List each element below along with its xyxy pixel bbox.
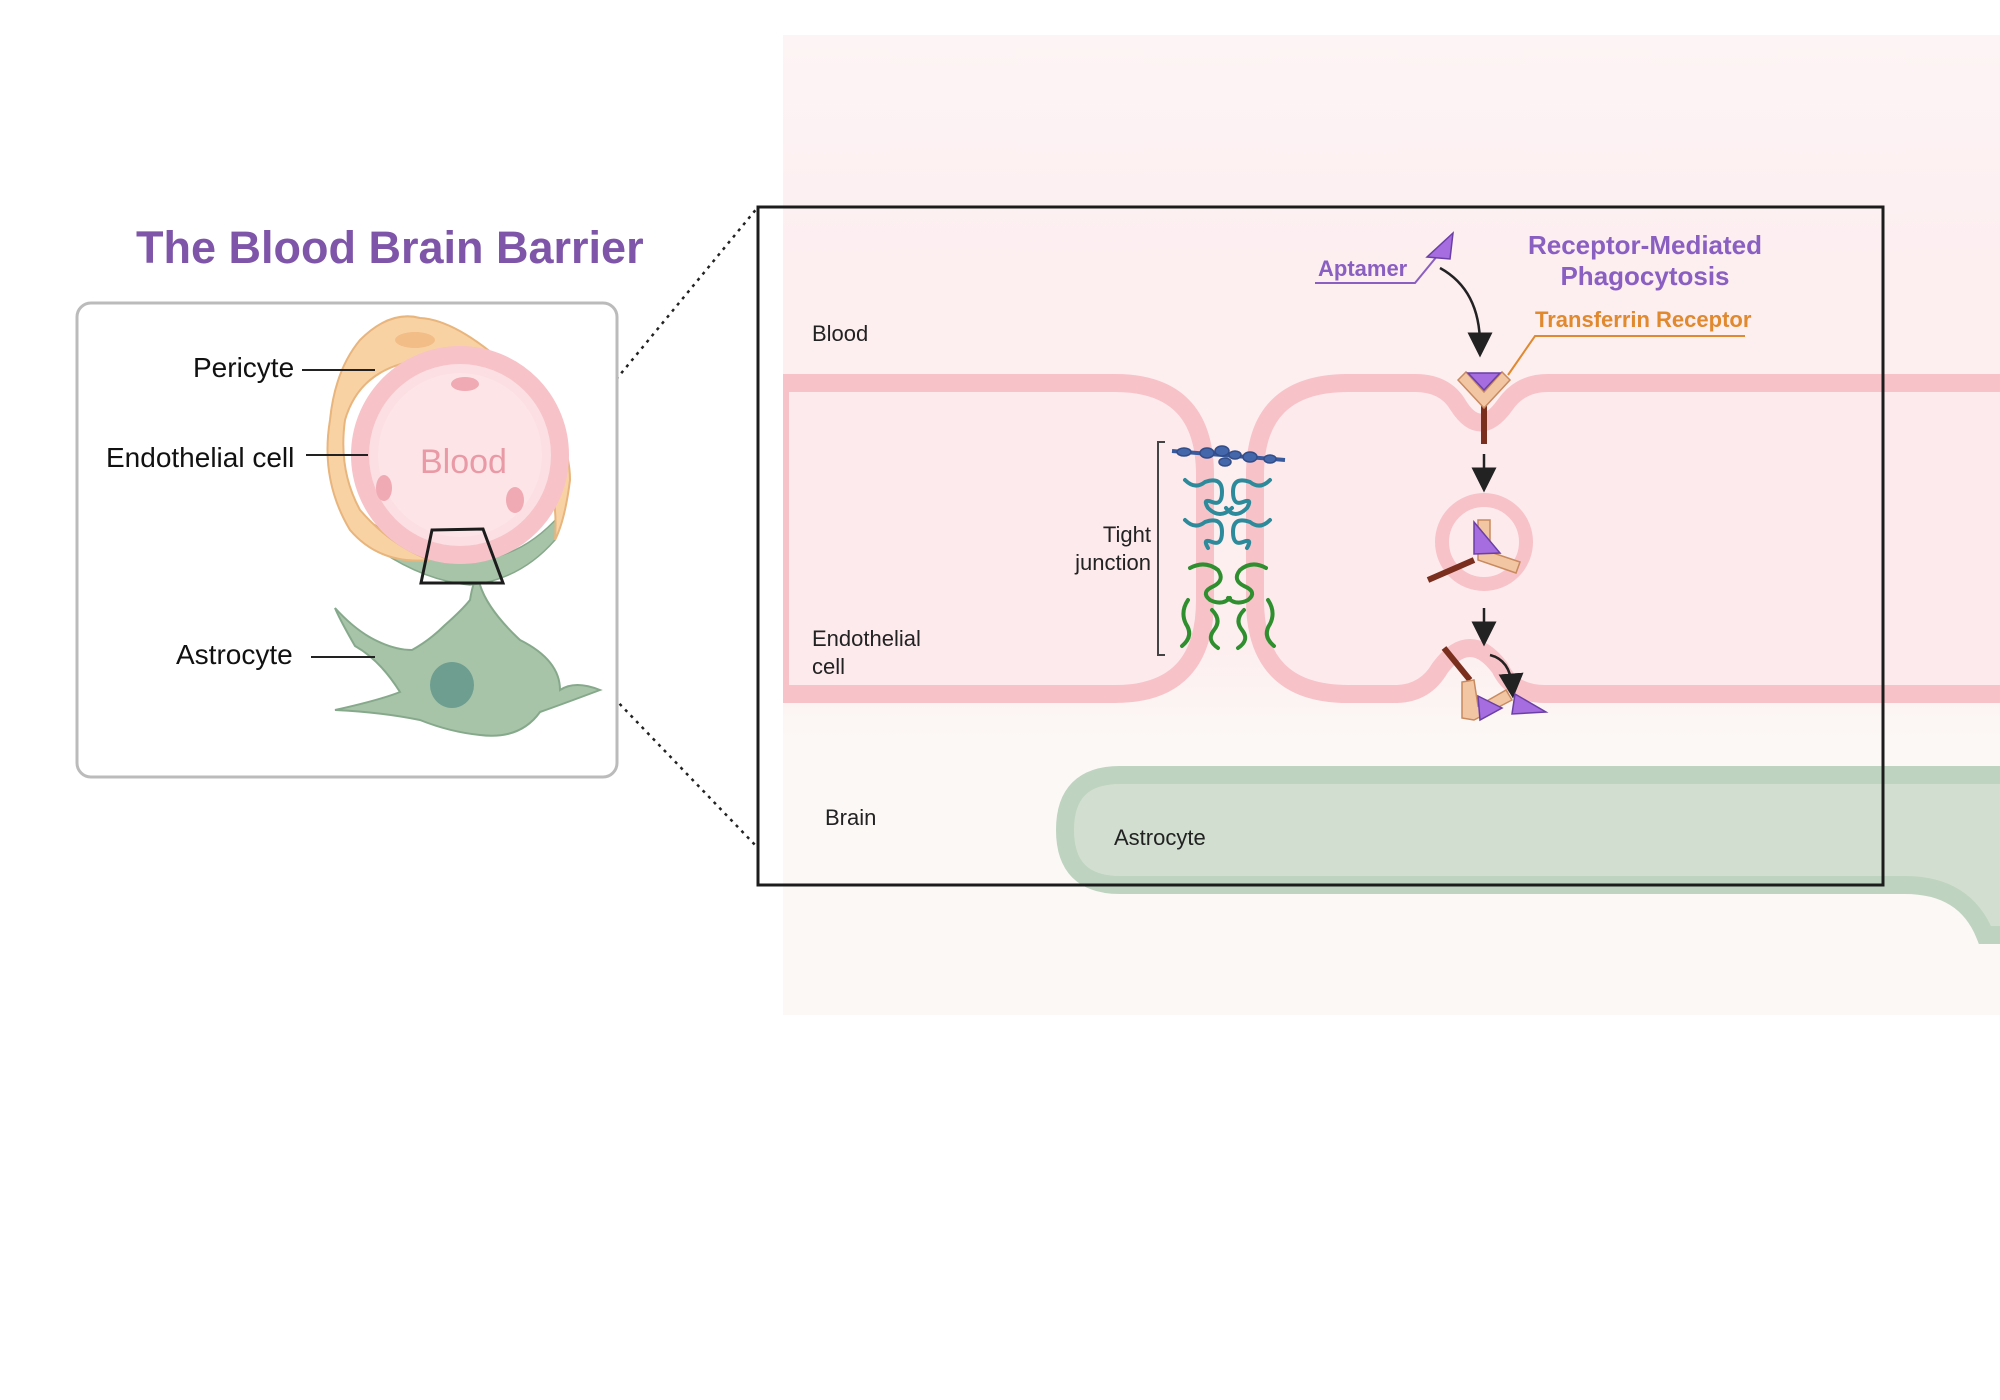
receptor-label-line — [1507, 335, 1745, 376]
overview-vessel — [326, 315, 603, 737]
zoom-label-astrocyte: Astrocyte — [1114, 825, 1206, 850]
astrocyte-endfoot — [1055, 766, 2000, 944]
aptamer-label: Aptamer — [1318, 256, 1408, 281]
connector-bottom — [469, 547, 759, 849]
tight-junction-line2: junction — [1075, 550, 1151, 575]
tight-junction-line1: Tight — [1102, 522, 1151, 547]
label-endothelial-cell: Endothelial cell — [106, 442, 295, 473]
label-astrocyte: Astrocyte — [176, 639, 293, 670]
tight-junction-proteins — [1157, 441, 1286, 656]
receptor-surface — [1456, 370, 1512, 444]
endothelial-cell-right — [1246, 374, 2000, 703]
tight-junction-label: Tight junction — [1066, 521, 1151, 577]
zoom-cells — [783, 374, 2000, 944]
zoom-selector — [419, 527, 506, 585]
endothelial-cell-left — [783, 374, 1214, 703]
zoom-label-blood: Blood — [812, 321, 869, 346]
astrocyte-body — [334, 579, 603, 737]
aptamer-free — [1425, 231, 1454, 260]
process-title-line1: Receptor-Mediated — [1527, 230, 1763, 260]
zoom-label-endothelial: Endothelial cell — [812, 625, 921, 681]
aptamer-label-line — [1315, 254, 1439, 284]
zoom-frame — [756, 205, 1885, 887]
phagocytosis-process — [1315, 231, 1745, 722]
label-pericyte: Pericyte — [193, 352, 295, 383]
transferrin-receptor-label: Transferrin Receptor — [1535, 307, 1752, 332]
label-blood-vessel: Blood — [420, 443, 507, 481]
zoom-label-brain: Brain — [825, 805, 877, 830]
process-title-line2: Phagocytosis — [1560, 261, 1730, 291]
astrocyte-nucleus — [430, 662, 474, 708]
endocytic-vesicle — [1426, 493, 1533, 591]
receptor-release — [1441, 646, 1549, 722]
aptamer-released — [1511, 692, 1549, 715]
endothelial-line2: cell — [812, 654, 846, 679]
endothelial-line1: Endothelial — [812, 626, 921, 651]
process-title: Receptor-Mediated Phagocytosis — [1505, 230, 1785, 292]
page-title: The Blood Brain Barrier — [136, 222, 644, 273]
